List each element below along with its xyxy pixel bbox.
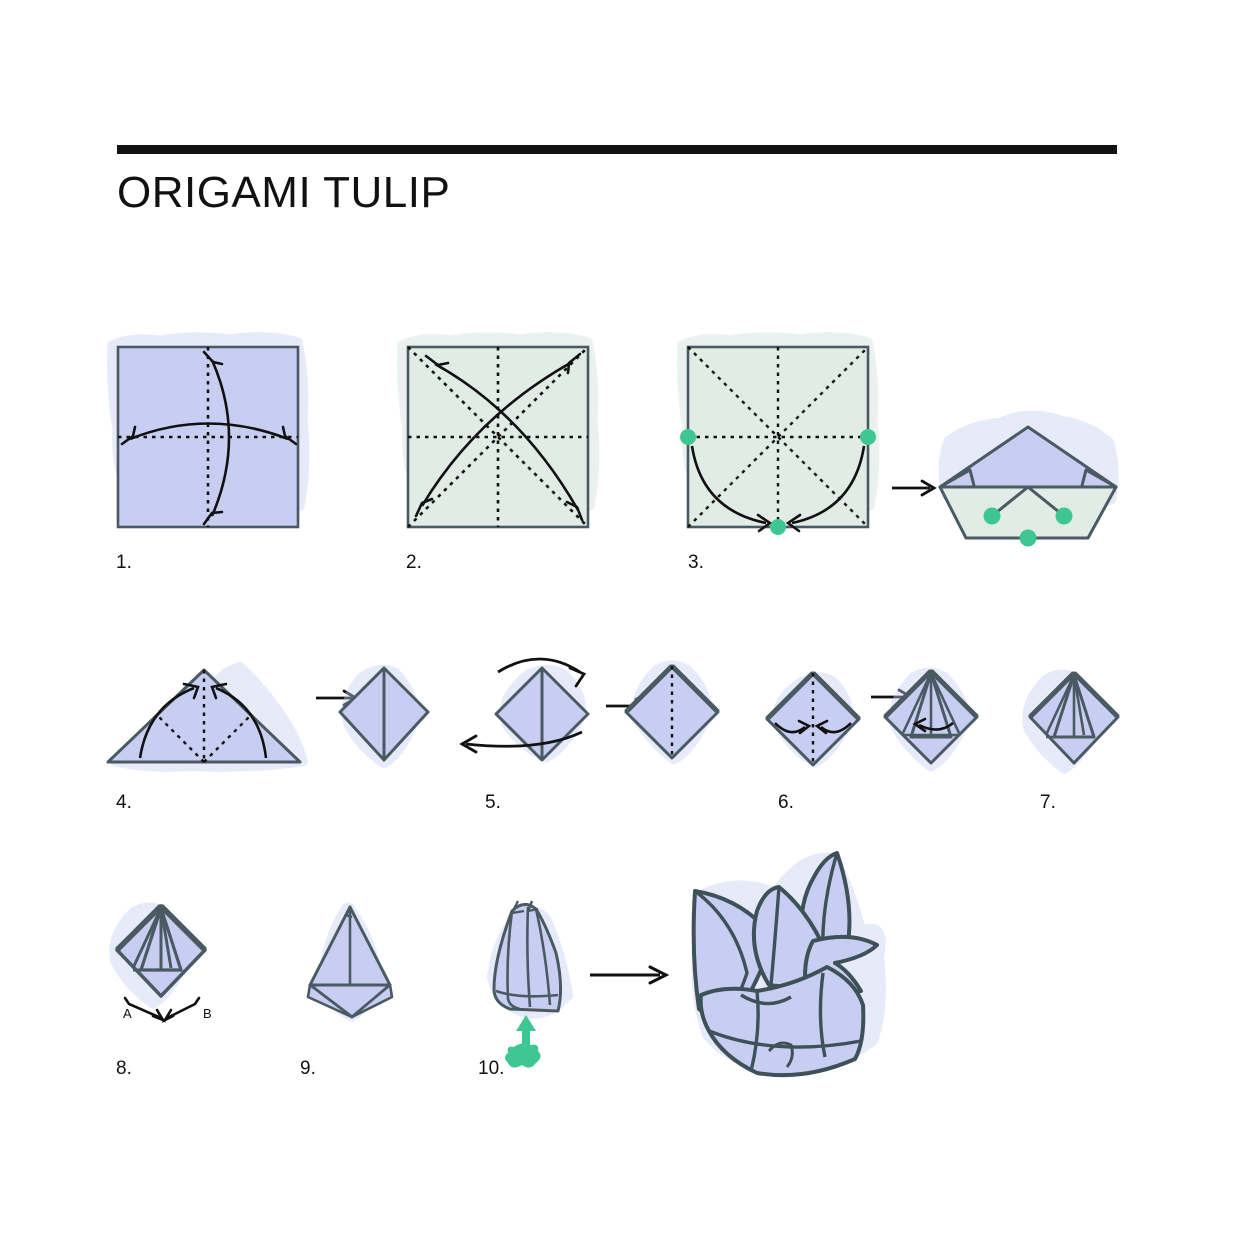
diamond-result-6 bbox=[883, 667, 979, 772]
tuck-arrow-b bbox=[161, 996, 201, 1024]
paper-square-back bbox=[406, 345, 590, 529]
cup-base-line bbox=[708, 1029, 862, 1049]
flap-left-crease bbox=[1044, 674, 1076, 736]
result-arrow-3 bbox=[892, 479, 937, 497]
edge-inner-br bbox=[671, 715, 715, 759]
bud-tip-right bbox=[526, 900, 539, 913]
edge-inner-br bbox=[812, 722, 856, 766]
horizontal-fold-arrow bbox=[120, 422, 298, 446]
edge-thick-tl bbox=[115, 904, 163, 952]
step-2-figure bbox=[390, 320, 620, 540]
tuck-arrow-a bbox=[123, 996, 167, 1023]
bud-crease-left bbox=[506, 910, 521, 1011]
right-fold-line bbox=[203, 713, 253, 763]
step-7-figure bbox=[1020, 665, 1140, 780]
step-5-figure bbox=[440, 640, 720, 790]
edge-thick-tr bbox=[929, 669, 979, 719]
step-8-label: 8. bbox=[116, 1058, 132, 1079]
diamond-result-4 bbox=[338, 664, 430, 768]
flap-left-crease bbox=[901, 672, 933, 734]
step-6-figure bbox=[755, 655, 995, 785]
fold-arrow-left bbox=[138, 682, 200, 759]
step-10-label: 10. bbox=[478, 1058, 505, 1079]
collapse-arrow-left bbox=[690, 445, 773, 533]
step-7-label: 7. bbox=[1040, 792, 1056, 813]
edge-thick-tl bbox=[624, 664, 674, 714]
cup-fold-detail bbox=[767, 1041, 794, 1068]
edge-thick-tl bbox=[765, 671, 815, 721]
fold-arrow-left-in bbox=[774, 719, 812, 735]
marker-dot-left bbox=[680, 429, 696, 445]
bud-tip-left bbox=[509, 900, 525, 915]
step-5-label: 5. bbox=[485, 792, 501, 813]
bud-base-line bbox=[495, 989, 559, 998]
kite-tip-detail bbox=[344, 906, 353, 919]
result-arrow-10 bbox=[590, 965, 670, 985]
petal-center-crease bbox=[769, 886, 781, 986]
kite-flap-right bbox=[350, 983, 394, 1019]
flap-fold-arrow bbox=[912, 717, 954, 733]
collapsed-base-result bbox=[938, 410, 1119, 547]
marker-dot-bottom-result bbox=[1019, 529, 1037, 547]
title-rule bbox=[117, 145, 1117, 154]
step-3-label: 3. bbox=[688, 552, 704, 573]
finished-tulip-figure bbox=[665, 845, 915, 1095]
step-1-label: 1. bbox=[116, 552, 132, 573]
flip-arrow-bottom bbox=[459, 730, 583, 754]
diagonal-arrow-b bbox=[414, 352, 582, 518]
left-fold-line bbox=[155, 713, 205, 763]
collapse-arrow-right bbox=[785, 445, 866, 533]
marker-dot-right bbox=[860, 429, 876, 445]
paper-square-front bbox=[116, 345, 300, 529]
edge-inner-bl bbox=[629, 715, 673, 759]
diamond-result-5 bbox=[624, 660, 720, 765]
blow-air-icon bbox=[505, 1015, 541, 1068]
label-a: A bbox=[123, 1006, 132, 1021]
fold-arrow-right bbox=[210, 682, 268, 759]
flap-left-crease bbox=[131, 907, 163, 969]
label-b: B bbox=[203, 1006, 212, 1021]
page-title: ORIGAMI TULIP bbox=[117, 168, 451, 217]
step-10-figure bbox=[470, 895, 680, 1068]
flap-right-crease bbox=[929, 672, 961, 734]
paper-square-back bbox=[686, 345, 870, 529]
flap-right-crease bbox=[159, 907, 173, 969]
edge-thick-tr bbox=[811, 671, 861, 721]
flap-right-crease bbox=[1072, 674, 1086, 736]
step-9-figure bbox=[290, 895, 430, 1035]
step-4-figure bbox=[100, 650, 430, 790]
edge-thick-tl bbox=[1028, 671, 1076, 719]
cup-crease-right bbox=[818, 972, 827, 1058]
step-4-label: 4. bbox=[116, 792, 132, 813]
marker-dot-left-result bbox=[983, 507, 1001, 525]
edge-inner-bl bbox=[770, 722, 814, 766]
marker-dot-bottom bbox=[770, 519, 786, 535]
step-6-label: 6. bbox=[778, 792, 794, 813]
fold-arrow-right-in bbox=[814, 719, 852, 735]
vertical-fold-arrow bbox=[202, 350, 231, 526]
kite-flap-left bbox=[306, 983, 354, 1019]
step-1-figure bbox=[100, 320, 330, 540]
cup-crease-left bbox=[749, 990, 760, 1072]
cup-inner-line bbox=[740, 993, 792, 1006]
step-9-label: 9. bbox=[300, 1058, 316, 1079]
step-8-figure: A B bbox=[105, 900, 245, 1040]
edge-thick-tl bbox=[883, 669, 933, 719]
edge-thick-tr bbox=[1072, 671, 1120, 719]
flip-arrow-top bbox=[497, 657, 587, 688]
edge-thick-tr bbox=[670, 664, 720, 714]
edge-thick-tr bbox=[159, 904, 207, 952]
base-bottom-panel bbox=[938, 485, 1118, 540]
step-2-label: 2. bbox=[406, 552, 422, 573]
diagonal-arrow-a bbox=[424, 354, 584, 522]
marker-dot-right-result bbox=[1055, 507, 1073, 525]
step-3-figure bbox=[670, 320, 1130, 550]
